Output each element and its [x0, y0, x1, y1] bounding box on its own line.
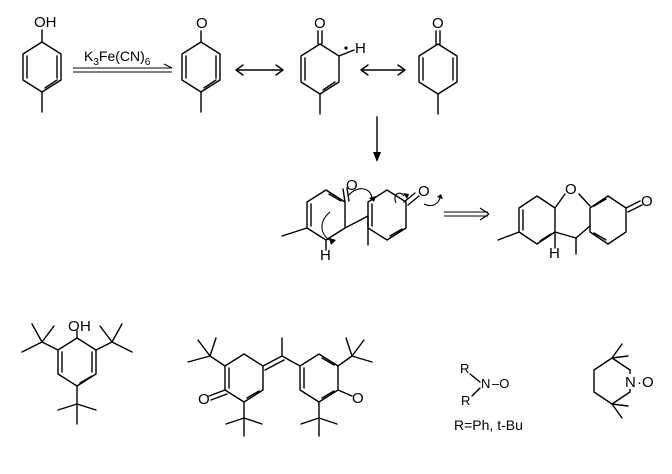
resonance-arrow-1 — [235, 64, 284, 76]
p-cresol: OH — [22, 14, 62, 113]
oxygen-label: O — [314, 15, 326, 32]
pummerer-ketone: H O O — [497, 181, 653, 262]
tautomerization-arrow — [444, 207, 490, 221]
oxygen-label: O — [196, 15, 208, 32]
phenoxy-radical: O — [181, 15, 221, 113]
oxygen-label: O — [418, 183, 430, 200]
nitroxide-generic: R N R –O R=Ph, t-Bu — [454, 361, 523, 433]
resonance-arrow-2 — [360, 64, 406, 76]
hydrogen-label: H — [549, 245, 560, 262]
dimerization-arrow — [373, 116, 381, 162]
oxygen-label: O — [68, 318, 80, 335]
hydroxyl-label: OH — [34, 14, 57, 31]
carbonyl-oxygen-label: O — [198, 391, 210, 408]
cyclohexadienone-radical-b: O — [418, 15, 458, 115]
hydrogen-label: H — [80, 318, 91, 335]
oxidation-arrow: K3Fe(CN)6 — [73, 48, 173, 73]
nitrogen-label: N — [625, 374, 636, 391]
oxygen-label: O — [432, 15, 444, 32]
hydrogen-label: H — [320, 247, 331, 264]
cyclohexadienone-radical-a: O H — [300, 15, 366, 115]
substituent-r-label: R — [460, 361, 469, 376]
hydrogen-label: H — [355, 40, 366, 57]
tempo: N ·O — [593, 343, 654, 419]
oxygen-label: O — [346, 177, 358, 194]
tri-tert-butylphenol: O H — [21, 318, 133, 425]
hydroxyl-oxygen-label: O — [352, 390, 364, 407]
substituent-r-label: R — [461, 393, 470, 408]
oxyl-label: –O — [492, 376, 509, 391]
reagent-label: K3Fe(CN)6 — [84, 48, 151, 68]
quinone-methide-phenol: O O — [187, 337, 373, 437]
nitrogen-label: N — [481, 376, 490, 391]
ring-oxygen-label: O — [565, 181, 577, 198]
oxyl-label: ·O — [637, 374, 654, 391]
radical-coupling-dimer: O H O — [281, 177, 443, 264]
carbonyl-oxygen-label: O — [641, 193, 653, 210]
substituent-caption: R=Ph, t-Bu — [454, 417, 523, 433]
